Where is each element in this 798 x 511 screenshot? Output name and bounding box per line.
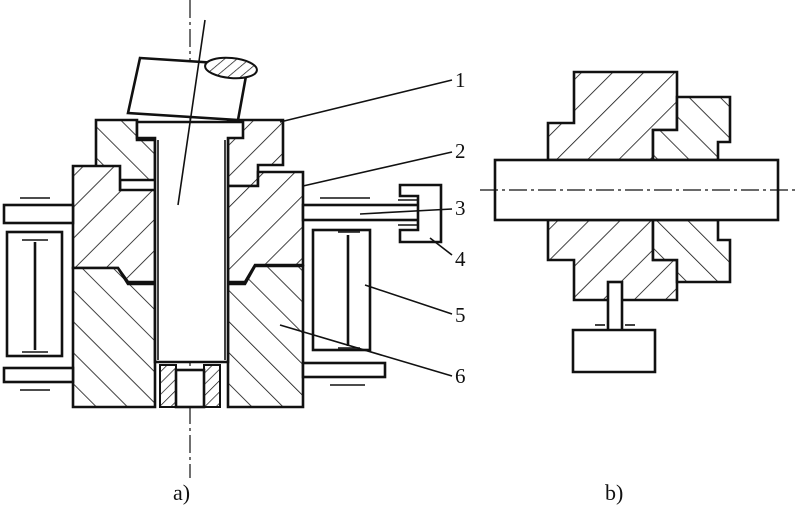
leader-3 xyxy=(359,208,453,215)
left-upper-plate xyxy=(2,203,75,225)
top-rod-section xyxy=(204,56,258,80)
right-upper-plate xyxy=(301,203,423,222)
label-part-2: 2 xyxy=(455,139,466,163)
subfigure-a: 1 2 3 4 5 6 a) xyxy=(2,0,466,505)
rod-axis xyxy=(177,19,206,206)
label-part-4: 4 xyxy=(455,247,466,271)
left-lower-plate xyxy=(2,366,75,384)
label-part-3: 3 xyxy=(455,196,466,220)
leader-4 xyxy=(429,237,453,256)
leader-5 xyxy=(364,284,453,315)
label-part-6: 6 xyxy=(455,364,466,388)
part-4-clamp xyxy=(398,183,443,244)
central-bolt xyxy=(135,120,245,364)
caption-a: a) xyxy=(173,480,190,505)
leader-2 xyxy=(302,151,453,187)
part-6-lower-block-left xyxy=(71,266,157,409)
bottom-bushing-right xyxy=(203,364,221,408)
b-right-block-lower xyxy=(651,218,732,284)
right-lower-plate xyxy=(301,361,387,379)
subfigure-b: b) xyxy=(480,70,795,505)
label-part-5: 5 xyxy=(455,303,466,327)
caption-b: b) xyxy=(605,480,623,505)
part-6-lower-block-right xyxy=(226,264,305,409)
leader-1 xyxy=(279,79,453,123)
label-part-1: 1 xyxy=(455,68,466,92)
b-bottom-clamp xyxy=(571,328,657,374)
part-2-middle-block-left xyxy=(71,164,157,284)
bottom-bushing-left xyxy=(159,364,177,408)
bottom-bushing-center xyxy=(174,368,206,409)
leader-6 xyxy=(279,324,453,377)
part-5-magnet-housing xyxy=(311,228,372,352)
